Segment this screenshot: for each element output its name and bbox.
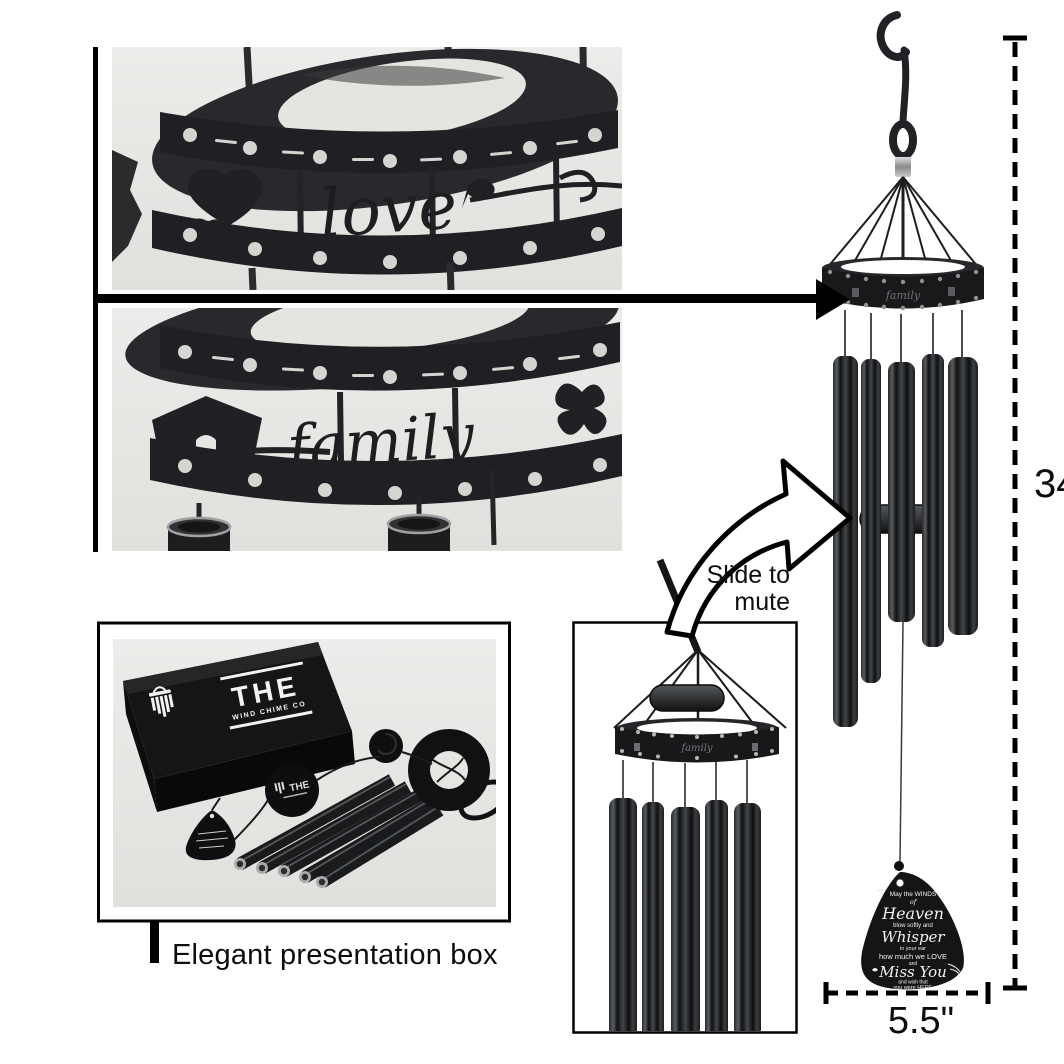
band-figure	[634, 743, 640, 751]
pendant-text-line: how much we LOVE	[879, 952, 947, 961]
cord-knot	[894, 861, 904, 871]
ring-pattern-dots	[178, 458, 607, 500]
memorial-pendant-small	[185, 797, 236, 861]
band-figure	[948, 287, 955, 296]
pendant-text-line: May the WINDS	[890, 891, 937, 898]
memorial-pendant: May the WINDS of Heaven blow softly and …	[861, 872, 964, 991]
pendant-text-line: of	[910, 898, 918, 906]
arrow-shaft	[96, 294, 816, 303]
label-connector-line	[150, 921, 159, 963]
ring-hole	[841, 260, 965, 274]
pendant-text-line: you were HERE	[893, 985, 932, 991]
presentation-box-inset: THE WIND CHIME CO	[97, 621, 511, 963]
tube-strings	[844, 310, 963, 363]
cords	[233, 751, 433, 841]
ring-band-top-strip	[160, 322, 620, 391]
ring-hole	[637, 721, 757, 735]
slide-to-mute-arrow	[664, 458, 853, 639]
band-figure	[852, 288, 859, 297]
main-wind-chime: family May the WINDS of Heaven blow so	[822, 11, 984, 991]
chime-tubes	[833, 354, 978, 727]
pendant-hole	[896, 879, 904, 887]
butterfly-icon	[555, 383, 607, 435]
presentation-box-label: Elegant presentation box	[172, 939, 498, 971]
pendant-text-line: and wish that	[898, 980, 928, 986]
vine-swirl	[558, 169, 598, 203]
far-band-through-hole	[300, 65, 505, 86]
pendant-text-line: Miss You	[878, 963, 947, 981]
mute-slider	[649, 684, 725, 712]
ring-hole	[250, 308, 530, 354]
ring-pattern-dots	[178, 343, 607, 384]
suspension-strings	[826, 176, 980, 269]
chime-tubes	[609, 798, 761, 1031]
width-label: 5.5"	[887, 1000, 955, 1042]
photos-callout-arrow	[93, 47, 850, 552]
ring-band	[615, 727, 779, 763]
ring-band-bottom-strip	[150, 434, 622, 506]
slide-to-mute-label: Slide to mute	[664, 562, 790, 616]
heart-icon	[187, 168, 263, 226]
s-hook-icon	[876, 11, 917, 160]
ring-band-bottom-strip	[152, 208, 622, 275]
pendant-cord	[899, 621, 904, 863]
bracket-line	[93, 47, 98, 552]
band-figure	[752, 743, 758, 751]
bird-icon	[462, 178, 495, 208]
hanging-ropes	[248, 261, 455, 290]
gift-box-front	[154, 731, 355, 812]
chime-ring-part	[408, 729, 496, 821]
bird-icon	[876, 888, 884, 892]
height-dimension-line	[1003, 35, 1027, 991]
pendant-text-line: and	[909, 961, 918, 967]
ring-pattern-dots	[183, 128, 602, 168]
ring-word-small: family	[680, 743, 713, 754]
chime-tube-top	[386, 513, 452, 551]
ring-pattern-dots	[183, 227, 605, 269]
chime-tube-top	[166, 516, 232, 551]
wind-chime-icon	[148, 686, 174, 717]
branch-decoration	[469, 181, 622, 203]
ring-pattern-dots	[620, 727, 774, 760]
butterfly-icon	[872, 968, 878, 972]
arrowhead-icon	[816, 279, 850, 320]
pendant-text-line: in your ear	[900, 946, 926, 952]
pendant-text-line: blow softly and	[893, 923, 933, 929]
slide-to-mute-line2: mute	[734, 588, 790, 616]
ring-band-top-strip	[160, 110, 618, 174]
ring-word-main: family	[885, 289, 921, 302]
round-brand-tag: THE	[265, 763, 319, 817]
leaf-decoration	[947, 963, 961, 975]
gift-box-side	[123, 681, 157, 812]
mute-inset: family	[572, 558, 798, 1034]
chime-tubes-unassembled	[234, 774, 444, 888]
partial-ring-edge	[112, 150, 142, 262]
cord-collar	[895, 157, 911, 177]
slide-to-mute-line1: Slide to	[706, 561, 790, 589]
pendant-text-line: Heaven	[881, 904, 944, 923]
gift-box-sheen	[123, 642, 323, 694]
tag-brand-name: THE	[289, 779, 311, 794]
height-label: 34"	[1034, 462, 1064, 506]
rods-through-band	[337, 387, 459, 463]
pendant-text-line: Whisper	[881, 928, 945, 946]
width-dimension-line	[823, 982, 991, 1004]
ring-band	[822, 268, 984, 309]
disc-swirl	[377, 733, 397, 755]
tube-strings	[622, 760, 748, 808]
photo-love-closeup: love	[112, 47, 622, 290]
photo-family-closeup: family	[112, 308, 622, 551]
